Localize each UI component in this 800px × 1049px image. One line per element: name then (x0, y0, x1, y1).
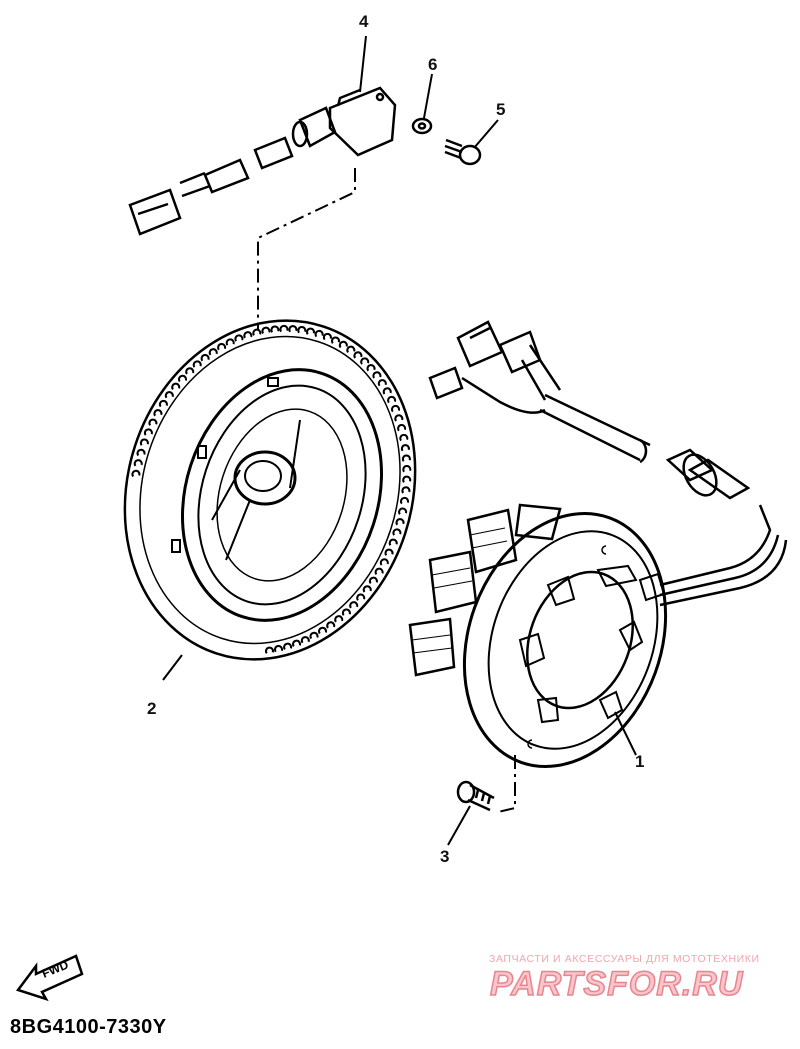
pickup-coil-assembly (128, 86, 397, 236)
callout-2: 2 (147, 699, 157, 718)
watermark-brand: PARTSFOR.RU (489, 964, 744, 1004)
gear-tooth (395, 518, 405, 526)
gear-tooth (331, 336, 340, 344)
drawing-code: 8BG4100-7330Y (10, 1016, 167, 1038)
gear-tooth (402, 475, 412, 483)
gear-tooth (292, 639, 301, 648)
gear-tooth (136, 448, 146, 457)
gear-tooth (401, 454, 411, 462)
gear-tooth (322, 332, 332, 341)
gear-tooth (148, 418, 158, 426)
callout-leader-lines (162, 35, 637, 846)
gear-tooth (374, 567, 384, 576)
gear-tooth (391, 404, 400, 413)
callout-4: 4 (359, 12, 369, 31)
screw-small (444, 138, 482, 166)
gear-tooth (338, 340, 348, 349)
gear-tooth (372, 371, 382, 379)
gear-tooth (270, 325, 280, 333)
gear-tooth (384, 548, 394, 556)
gear-tooth (297, 326, 307, 334)
gear-tooth (349, 601, 359, 609)
gear-tooth (217, 343, 227, 351)
ring-gear-teeth (131, 324, 412, 654)
gear-tooth (318, 626, 327, 635)
gear-tooth (261, 326, 271, 335)
gear-tooth (185, 367, 195, 375)
gear-tooth (274, 645, 283, 653)
callout-1: 1 (635, 752, 645, 771)
gear-tooth (133, 459, 143, 467)
gear-tooth (314, 329, 324, 338)
gear-tooth (392, 528, 402, 536)
gear-tooth (400, 444, 410, 452)
callout-3: 3 (440, 847, 450, 866)
gear-tooth (306, 327, 315, 335)
washer (411, 117, 433, 135)
gear-tooth (382, 387, 392, 395)
gear-tooth (153, 409, 163, 417)
forward-direction-arrow: FWD (15, 954, 84, 1002)
gear-tooth (356, 593, 366, 601)
assembly-guide-lines (257, 168, 516, 813)
flywheel-rotor (123, 319, 417, 661)
stator-wire-harness (428, 320, 788, 607)
gear-tooth (379, 558, 389, 566)
gear-tooth (388, 538, 398, 546)
gear-tooth (300, 636, 310, 644)
gear-tooth (366, 364, 376, 372)
watermark-tagline: ЗАПЧАСТИ И АКСЕССУАРЫ ДЛЯ МОТОТЕХНИКИ (489, 953, 760, 965)
gear-tooth (225, 338, 235, 346)
gear-tooth (341, 608, 351, 616)
gear-tooth (362, 585, 372, 593)
gear-tooth (399, 433, 409, 442)
gear-tooth (368, 576, 378, 585)
gear-tooth (243, 331, 253, 339)
gear-tooth (377, 379, 387, 387)
gear-tooth (283, 642, 293, 651)
gear-tooth (400, 496, 409, 505)
gear-tooth (139, 438, 149, 446)
gear-tooth (346, 345, 356, 354)
gear-tooth (309, 631, 319, 640)
gear-tooth (288, 325, 298, 333)
gear-tooth (394, 414, 404, 422)
gear-tooth (158, 399, 168, 408)
gear-tooth (234, 334, 244, 342)
gear-tooth (334, 615, 344, 623)
bolt (456, 780, 495, 812)
gear-tooth (178, 374, 187, 383)
gear-tooth (131, 469, 141, 478)
gear-tooth (398, 507, 408, 515)
gear-tooth (265, 646, 274, 654)
gear-tooth (171, 382, 181, 391)
gear-tooth (279, 324, 289, 333)
gear-tooth (397, 424, 407, 432)
gear-tooth (360, 357, 370, 365)
gear-tooth (353, 351, 363, 359)
gear-tooth (208, 348, 218, 356)
gear-tooth (326, 621, 336, 629)
gear-tooth (192, 360, 202, 368)
gear-tooth (402, 465, 412, 473)
stator-assembly (408, 503, 668, 768)
gear-tooth (252, 328, 262, 336)
gear-tooth (401, 486, 411, 494)
callout-5: 5 (496, 100, 506, 119)
gear-tooth (387, 395, 397, 404)
gear-tooth (200, 354, 210, 362)
callout-6: 6 (428, 55, 438, 74)
gear-tooth (143, 428, 153, 436)
gear-tooth (164, 391, 174, 399)
